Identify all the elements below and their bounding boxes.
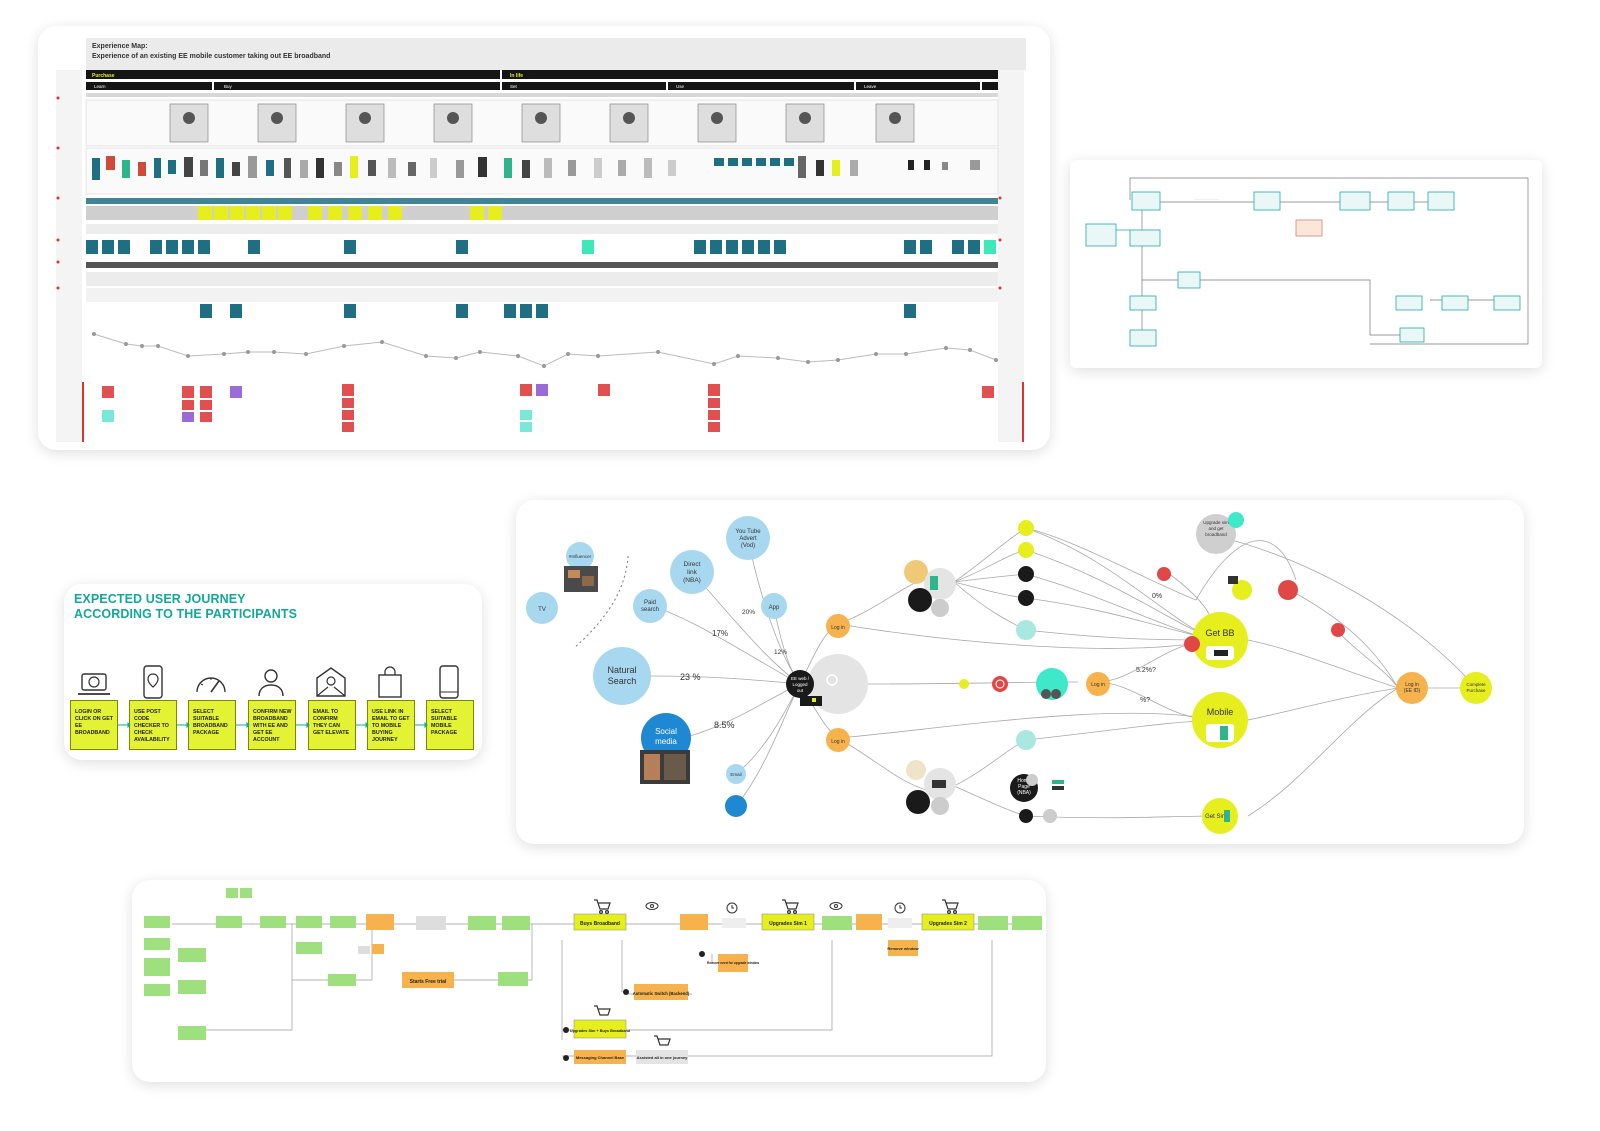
shopping-bag-icon xyxy=(378,666,402,698)
journey-step-6: USE LINK IN EMAIL TO GET TO MOBILE BUYIN… xyxy=(367,700,415,750)
phase-buy: Buy xyxy=(224,84,233,89)
stage-purchase-label: Purchase xyxy=(92,73,115,79)
journey-step-5: EMAIL TO CONFIRM THEY CAN GET ELEVATE xyxy=(308,700,356,750)
laptop-icon xyxy=(78,673,110,695)
clock-icon xyxy=(726,902,906,914)
location-phone-icon xyxy=(143,665,163,699)
node-log-in-mid: Log in xyxy=(1091,682,1105,688)
node-get-bb: Get BB xyxy=(1205,628,1234,638)
node-upgrades-sim-2: Upgrades Sim 2 xyxy=(929,921,967,927)
email-icon xyxy=(316,667,346,697)
user-icon xyxy=(258,669,284,697)
bottom-flow-card: Buys Broadband Upgrades Sim 1 Upgrades S… xyxy=(132,880,1046,1082)
journey-step-1: LOGIN OR CLICK ON GET EE BROADBAND xyxy=(70,700,118,750)
node-get-sim: Get Sim xyxy=(1205,814,1227,820)
node-log-in-ee-id: Log in(EE ID) xyxy=(1404,682,1421,694)
speedometer-icon xyxy=(196,677,226,693)
node-buys-broadband: Buys Broadband xyxy=(580,921,620,927)
node-starts-free-trial: Starts Free trial xyxy=(410,979,447,985)
journey-title: EXPECTED USER JOURNEY ACCORDING TO THE P… xyxy=(74,592,297,622)
percent-17: 17% xyxy=(712,629,728,638)
node-automatic-switch: Automatic Switch (Backend) xyxy=(633,991,690,996)
experience-map-header: Experience Map: Experience of an existin… xyxy=(86,38,1026,70)
cart-icon xyxy=(594,899,959,1046)
experience-map-card: Experience Map: Experience of an existin… xyxy=(38,26,1050,450)
journey-step-4: CONFIRM NEW BROADBAND WITH EE AND GET EE… xyxy=(248,700,296,750)
node-mobile: Mobile xyxy=(1207,707,1234,717)
percent-0: 0% xyxy=(1152,593,1162,600)
phase-learn: Learn xyxy=(94,84,106,89)
percent-20: 20% xyxy=(742,609,755,616)
experience-map-canvas: Purchase In life Learn Buy Set Use Leave xyxy=(56,70,1024,442)
experience-map-title: Experience Map: xyxy=(92,43,148,50)
node-upgrades-sim-1: Upgrades Sim 1 xyxy=(769,921,807,927)
node-log-in-bottom: Log in xyxy=(831,739,845,745)
journey-step-7: SELECT SUITABLE MOBILE PACKAGE xyxy=(426,700,474,750)
percent-q: %? xyxy=(1140,697,1150,704)
node-email: Email xyxy=(730,772,741,777)
site-flow-canvas: ························· xyxy=(1085,177,1529,347)
site-flow-card: ························· xyxy=(1070,160,1542,368)
svg-text:·························: ························· xyxy=(1194,197,1219,201)
percent-8-5: 8.5% xyxy=(714,720,735,730)
node-remove-need: Remove need for upgrade window xyxy=(707,961,759,965)
phase-leave: Leave xyxy=(864,84,877,89)
node-messaging-channel: Messaging Channel Base xyxy=(576,1055,625,1060)
eye-icon xyxy=(645,902,843,910)
percent-5-2: 5.2%? xyxy=(1136,667,1156,674)
node-assisted-journey: Assisted all in one journey xyxy=(637,1055,688,1060)
journey-step-2: USE POST CODE CHECKER TO CHECK AVAILABIL… xyxy=(129,700,177,750)
node-log-in-top: Log in xyxy=(831,625,845,631)
phase-use: Use xyxy=(676,84,684,89)
node-upgrades-sim-buys-bb: Upgrades Sim + Buys Broadband xyxy=(570,1029,631,1033)
bottom-flow-canvas: Buys Broadband Upgrades Sim 1 Upgrades S… xyxy=(144,888,1042,1064)
stage-in-life-label: In life xyxy=(510,73,523,79)
experience-map-subtitle: Experience of an existing EE mobile cust… xyxy=(92,53,331,60)
expected-journey-card: EXPECTED USER JOURNEY ACCORDING TO THE P… xyxy=(64,584,482,760)
percent-12: 12% xyxy=(774,649,787,656)
node-remove-window: Remove window xyxy=(887,946,919,951)
phase-set: Set xyxy=(510,84,518,89)
node-tv: TV xyxy=(538,607,546,613)
node-app: App xyxy=(769,605,780,611)
mobile-icon xyxy=(439,665,459,699)
journey-title-line1: EXPECTED USER JOURNEY xyxy=(74,592,246,606)
journey-step-3: SELECT SUITABLE BROADBAND PACKAGE xyxy=(188,700,236,750)
journey-title-line2: ACCORDING TO THE PARTICIPANTS xyxy=(74,607,298,621)
node-influencer: #Influencer xyxy=(569,554,592,559)
percent-23: 23 % xyxy=(680,672,701,682)
